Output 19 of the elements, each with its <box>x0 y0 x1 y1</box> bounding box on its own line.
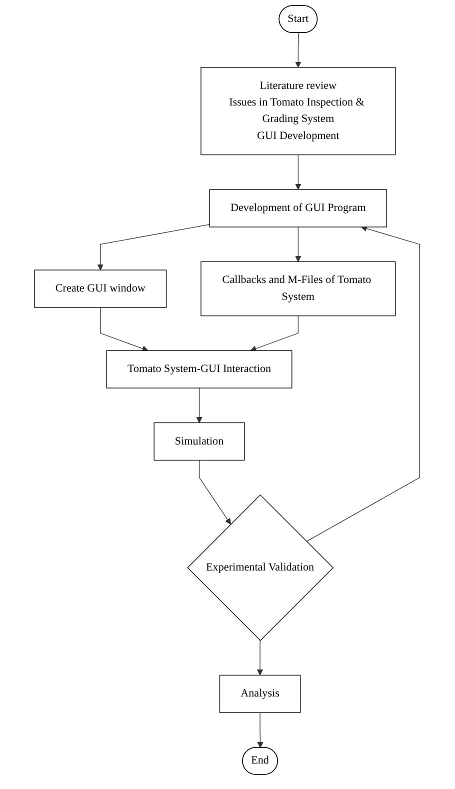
node-box: Development of GUI Program <box>210 189 388 228</box>
node-box: Analysis <box>220 674 302 714</box>
arrow <box>98 224 210 270</box>
node-diamond: Experimental Validation <box>188 494 334 641</box>
node-box: Simulation <box>154 422 246 461</box>
arrow <box>296 32 302 68</box>
node-box: Literature review Issues in Tomato Inspection & Grading System GUI Development <box>201 66 396 156</box>
arrow <box>196 388 203 424</box>
arrow <box>296 226 302 262</box>
arrow <box>250 316 299 352</box>
arrow <box>258 712 264 748</box>
arrow <box>306 226 420 542</box>
node-box: Tomato System-GUI Interaction <box>106 350 293 388</box>
arrow <box>257 640 264 676</box>
node-box: Create GUI window <box>34 270 168 308</box>
node-box: Callbacks and M-Files of Tomato System <box>201 261 396 316</box>
arrow <box>296 154 302 190</box>
arrow <box>199 460 232 524</box>
arrow <box>100 307 149 352</box>
